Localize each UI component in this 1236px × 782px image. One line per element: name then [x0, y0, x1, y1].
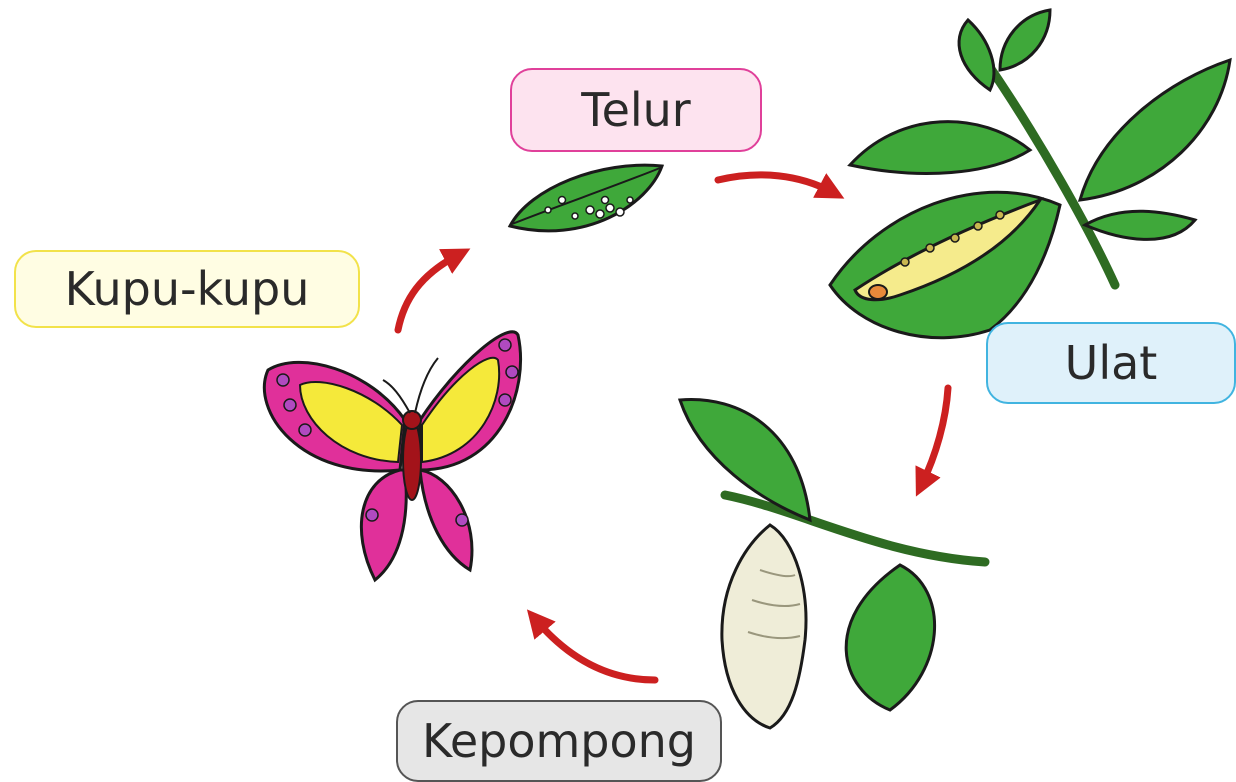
caterpillar-illustration	[830, 10, 1230, 338]
stage-label-telur-text: Telur	[581, 83, 690, 137]
butterfly-illustration	[264, 332, 520, 580]
arrow-pupa-to-butterfly	[536, 620, 655, 680]
egg-leaf-illustration	[510, 165, 662, 231]
arrow-butterfly-to-egg	[398, 255, 458, 330]
stage-label-ulat: Ulat	[986, 322, 1236, 404]
arrow-caterpillar-to-pupa	[922, 388, 948, 484]
stage-label-telur: Telur	[510, 68, 762, 152]
stage-label-kupu-kupu-text: Kupu-kupu	[65, 262, 310, 316]
stage-label-kepompong: Kepompong	[396, 700, 722, 782]
stage-label-ulat-text: Ulat	[1065, 336, 1158, 390]
stage-label-kupu-kupu: Kupu-kupu	[14, 250, 360, 328]
stage-label-kepompong-text: Kepompong	[422, 714, 696, 768]
arrow-egg-to-caterpillar	[718, 175, 832, 192]
